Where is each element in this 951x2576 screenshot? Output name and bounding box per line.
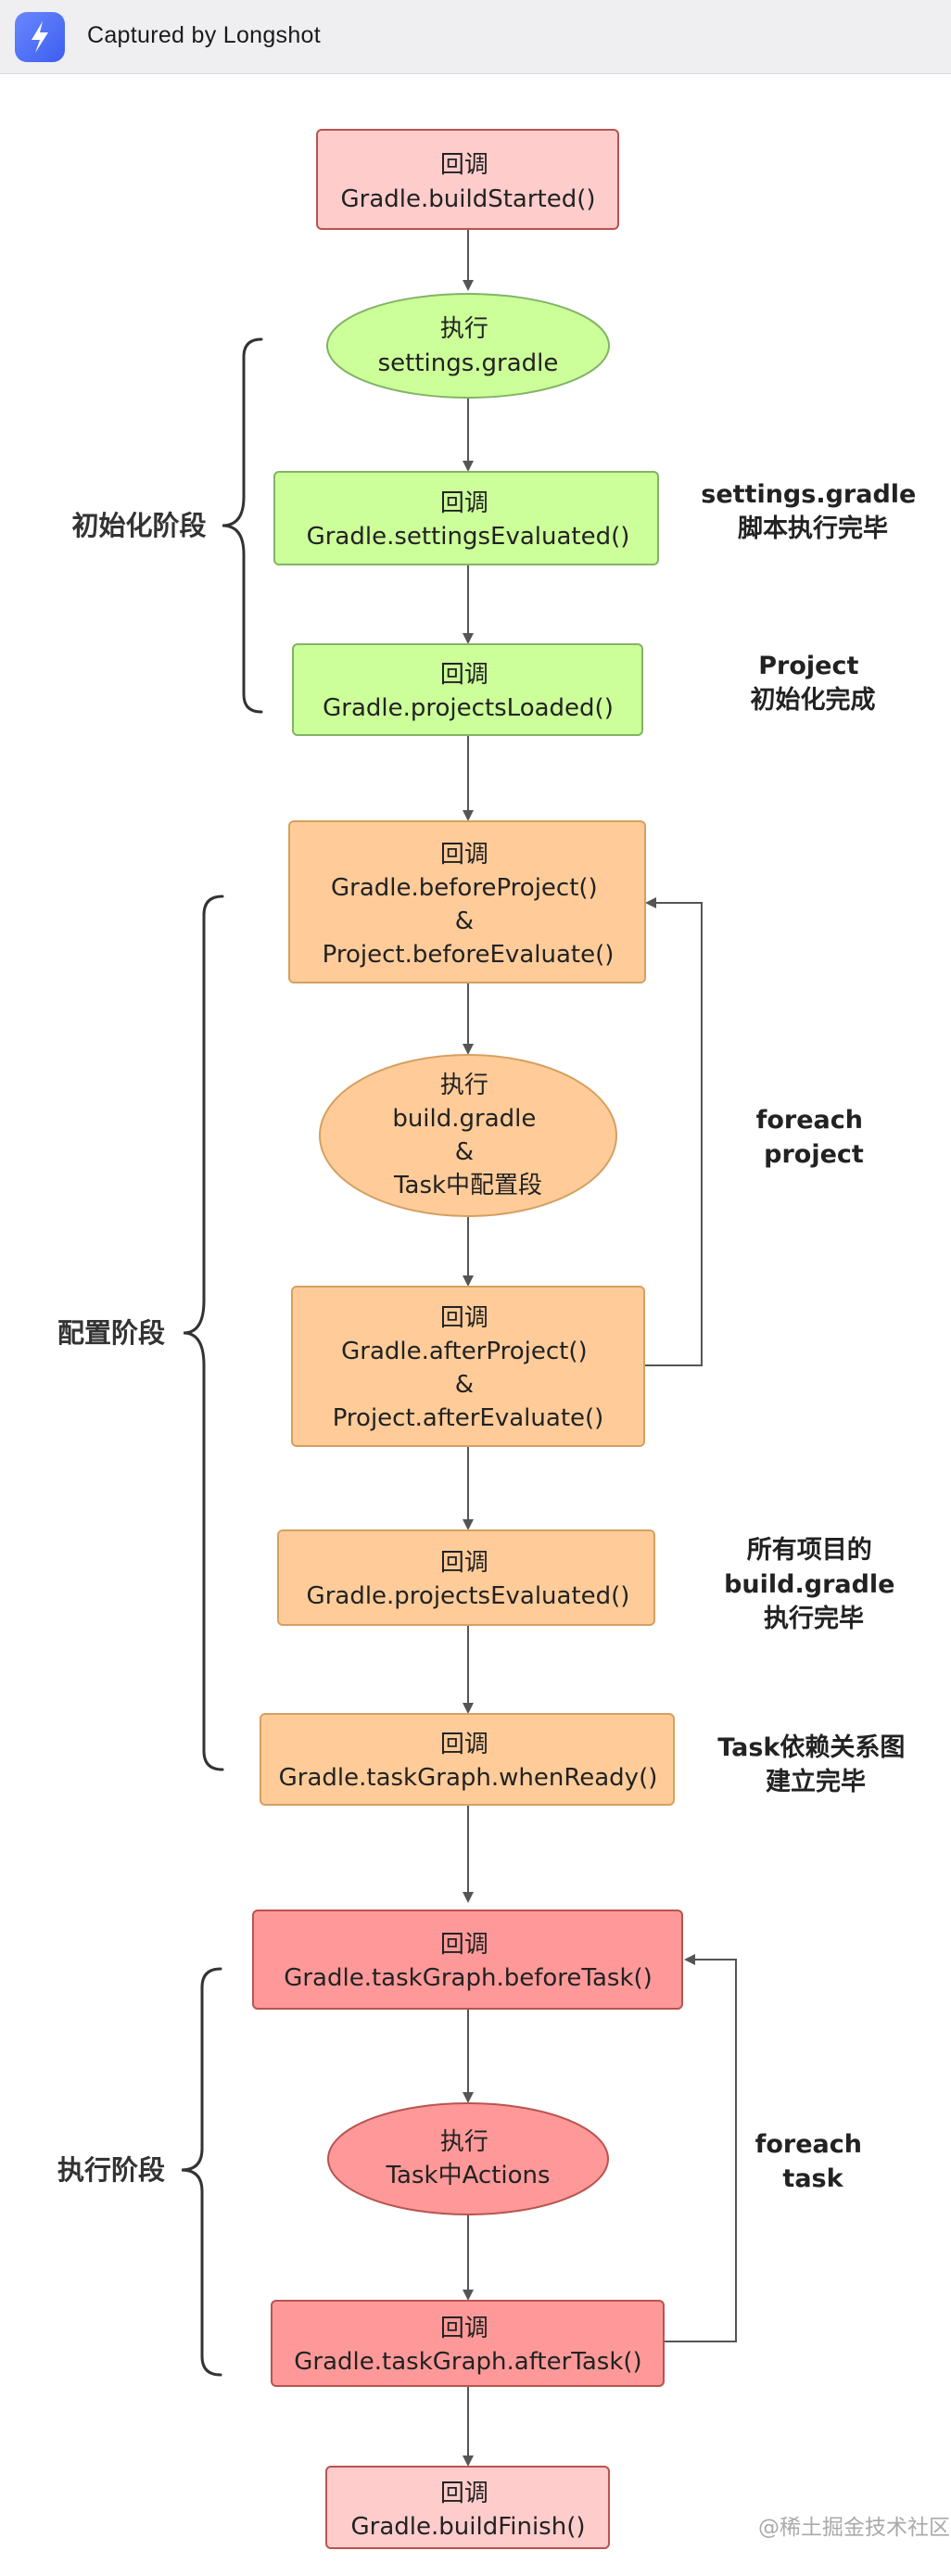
node-before-project-line-4: Project.beforeEvaluate() <box>323 941 615 969</box>
svg-text:回调 Gradle.buildStarted(): 回调 Gradle.buildStarted() <box>341 151 596 213</box>
node-exec-build-line-4: Task中配置段 <box>393 1172 542 1199</box>
node-after-task-line-2: Gradle.taskGraph.afterTask() <box>294 2348 641 2376</box>
phase-braces <box>181 337 263 2377</box>
note-all-build-done-line-2: build.gradle <box>724 1570 894 1599</box>
node-after-task-line-1: 回调 <box>440 2315 488 2342</box>
node-after-project-line-3: & <box>455 1371 474 1399</box>
node-when-ready-line-2: Gradle.taskGraph.whenReady() <box>279 1764 658 1792</box>
node-before-project: 回调 Gradle.beforeProject() & Project.befo… <box>288 820 646 983</box>
svg-text:回调 Gradle.projectsEvalua: 回调 Gradle.projectsEvaluated() <box>307 1549 630 1610</box>
note-settings-done-line-2: 脚本执行完毕 <box>738 514 888 543</box>
node-exec-settings: 执行 settings.gradle <box>326 293 610 399</box>
node-after-project: 回调 Gradle.afterProject() & Project.after… <box>291 1286 645 1447</box>
node-exec-build-line-3: & <box>455 1138 474 1166</box>
svg-text:执行 build.gradle &: 执行 build.gradle & Task中配置段 <box>392 1072 543 1199</box>
node-before-task: 回调 Gradle.taskGraph.beforeTask() <box>252 1910 683 2010</box>
svg-text:回调 Gradle.taskGraph.afte: 回调 Gradle.taskGraph.afterTask() <box>294 2315 641 2376</box>
loop-foreach-project <box>644 897 703 1366</box>
svg-text:回调 Gradle.taskGraph.when: 回调 Gradle.taskGraph.whenReady() <box>279 1731 658 1792</box>
node-before-project-line-1: 回调 <box>440 841 488 869</box>
title-bar: Captured by Longshot <box>0 0 951 74</box>
node-projects-loaded-line-1: 回调 <box>440 661 488 689</box>
svg-text:回调 Gradle.beforeProject(: 回调 Gradle.beforeProject() & Project.befo… <box>323 841 615 969</box>
note-foreach-task-line-1: foreach <box>755 2130 862 2159</box>
svg-text:回调 Gradle.settingsEvalua: 回调 Gradle.settingsEvaluated() <box>307 489 630 551</box>
node-exec-build-line-2: build.gradle <box>392 1105 536 1133</box>
svg-text:回调 Gradle.afterProject(): 回调 Gradle.afterProject() & Project.after… <box>333 1304 604 1432</box>
phase-label-config: 配置阶段 <box>57 1317 165 1349</box>
node-build-started-line-2: Gradle.buildStarted() <box>341 185 596 213</box>
node-projects-evaluated: 回调 Gradle.projectsEvaluated() <box>277 1529 655 1626</box>
note-foreach-task: foreach task <box>755 2130 871 2193</box>
brace-exec <box>181 1967 222 2377</box>
svg-text:执行 settings.gradle: 执行 settings.gradle <box>378 315 559 377</box>
node-build-started: 回调 Gradle.buildStarted() <box>316 129 619 230</box>
phase-label-exec: 执行阶段 <box>57 2154 165 2186</box>
node-projects-loaded-line-2: Gradle.projectsLoaded() <box>323 694 614 722</box>
node-exec-task-line-2: Task中Actions <box>385 2162 550 2189</box>
node-settings-evaluated-line-2: Gradle.settingsEvaluated() <box>307 523 630 551</box>
longshot-app-icon <box>15 12 65 62</box>
node-after-task: 回调 Gradle.taskGraph.afterTask() <box>271 2300 665 2387</box>
watermark: @稀土掘金技术社区 <box>758 2516 950 2540</box>
note-foreach-project-line-2: project <box>764 1140 864 1169</box>
node-before-task-line-2: Gradle.taskGraph.beforeTask() <box>284 1964 653 1992</box>
node-after-project-line-4: Project.afterEvaluate() <box>333 1404 604 1432</box>
brace-init <box>222 337 263 714</box>
note-task-graph: Task依赖关系图 建立完毕 <box>717 1733 914 1796</box>
svg-text:回调 Gradle.buildFinish(): 回调 Gradle.buildFinish() <box>351 2480 586 2541</box>
node-exec-build: 执行 build.gradle & Task中配置段 <box>319 1054 617 1217</box>
node-build-finish-line-1: 回调 <box>440 2480 488 2507</box>
loop-foreach-task <box>664 1954 737 2342</box>
node-settings-evaluated-line-1: 回调 <box>440 489 488 517</box>
node-before-project-line-2: Gradle.beforeProject() <box>331 874 598 902</box>
note-project-init: Project 初始化完成 <box>751 652 876 715</box>
node-build-finish-line-2: Gradle.buildFinish() <box>351 2513 586 2541</box>
node-projects-evaluated-line-2: Gradle.projectsEvaluated() <box>307 1582 630 1610</box>
note-project-init-line-1: Project <box>758 652 858 680</box>
window-title: Captured by Longshot <box>87 22 322 48</box>
node-exec-task: 执行 Task中Actions <box>327 2102 609 2215</box>
node-projects-evaluated-line-1: 回调 <box>440 1549 488 1577</box>
node-after-project-line-2: Gradle.afterProject() <box>341 1338 588 1365</box>
node-exec-settings-line-1: 执行 <box>440 315 488 343</box>
node-build-started-line-1: 回调 <box>440 151 488 179</box>
svg-text:执行 Task中Actions: 执行 Task中Actions <box>385 2128 550 2189</box>
node-exec-task-line-1: 执行 <box>440 2128 488 2156</box>
node-when-ready: 回调 Gradle.taskGraph.whenReady() <box>260 1713 675 1806</box>
connectors <box>463 229 737 2467</box>
node-projects-loaded: 回调 Gradle.projectsLoaded() <box>292 643 643 736</box>
node-before-project-line-3: & <box>455 907 474 935</box>
note-task-graph-line-2: 建立完毕 <box>766 1767 866 1796</box>
note-all-build-done-line-1: 所有项目的 <box>747 1535 872 1565</box>
node-exec-build-line-1: 执行 <box>440 1072 488 1099</box>
note-all-build-done-line-3: 执行完毕 <box>764 1604 864 1633</box>
phase-label-init: 初始化阶段 <box>71 510 206 541</box>
svg-text:回调 Gradle.taskGraph.befo: 回调 Gradle.taskGraph.beforeTask() <box>284 1931 653 1992</box>
svg-text:回调 Gradle.projectsLoaded: 回调 Gradle.projectsLoaded() <box>323 661 614 722</box>
note-foreach-task-line-2: task <box>782 2164 843 2193</box>
note-settings-done-line-1: settings.gradle <box>701 480 916 509</box>
note-settings-done: settings.gradle 脚本执行完毕 <box>701 480 925 543</box>
node-after-project-line-1: 回调 <box>440 1304 488 1332</box>
gradle-lifecycle-diagram: 回调 Gradle.buildStarted() 执行 settings.gra… <box>57 129 950 2549</box>
node-when-ready-line-1: 回调 <box>440 1731 488 1758</box>
note-project-init-line-2: 初始化完成 <box>751 685 876 715</box>
node-settings-evaluated: 回调 Gradle.settingsEvaluated() <box>273 471 659 565</box>
brace-config <box>183 895 224 1771</box>
note-all-build-done: 所有项目的 build.gradle 执行完毕 <box>724 1535 904 1633</box>
node-build-finish: 回调 Gradle.buildFinish() <box>325 2466 610 2549</box>
note-foreach-project-line-1: foreach <box>756 1106 863 1135</box>
note-task-graph-line-1: Task依赖关系图 <box>717 1733 905 1762</box>
node-before-task-line-1: 回调 <box>440 1931 488 1959</box>
note-foreach-project: foreach project <box>756 1106 872 1169</box>
node-exec-settings-line-2: settings.gradle <box>378 349 559 377</box>
